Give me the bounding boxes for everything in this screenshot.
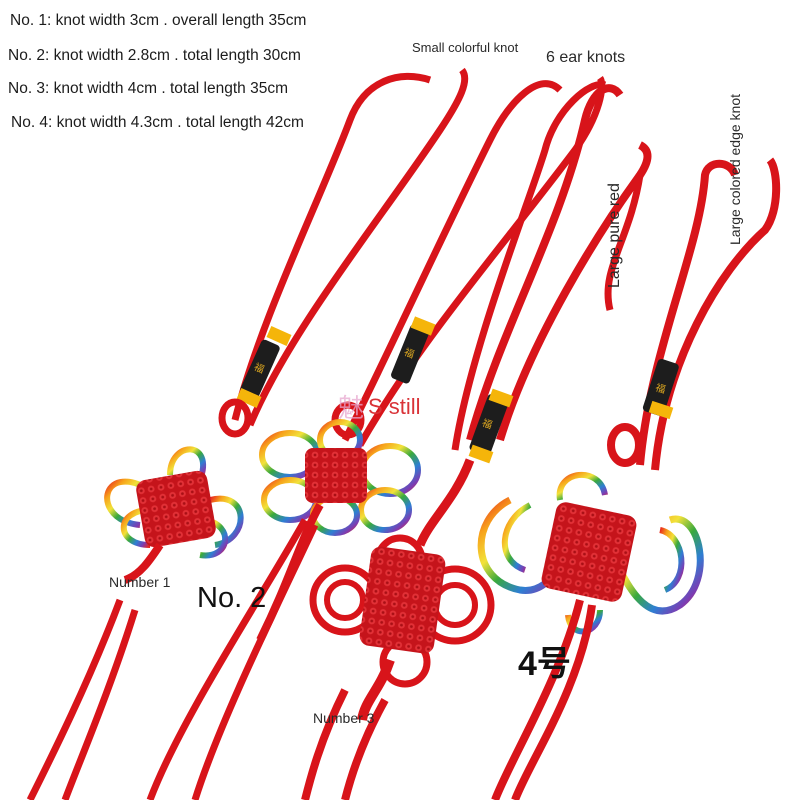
spec-line-1: No. 1: knot width 3cm . overall length 3… — [10, 12, 307, 29]
label-number-1: Number 1 — [109, 574, 171, 590]
knot-1-bead: 福 — [236, 326, 292, 408]
svg-text:福: 福 — [480, 416, 494, 432]
label-6-ear-knots: 6 ear knots — [546, 49, 626, 66]
svg-text:福: 福 — [252, 360, 266, 376]
knot-3-bead: 福 — [468, 388, 514, 464]
knot-4-large-colored-edge: 福 — [477, 157, 781, 800]
knot-3-large-pure-red: 福 — [301, 81, 652, 800]
label-large-colored-edge-knot: Large colored edge knot — [727, 94, 743, 245]
label-small-colorful-knot: Small colorful knot — [412, 40, 519, 55]
watermark-glyph: 魅 — [338, 393, 365, 423]
label-large-pure-red: Large pure red — [606, 183, 623, 288]
knot-2-bead: 福 — [391, 316, 436, 384]
svg-text:福: 福 — [654, 381, 668, 396]
knot-2-small-colorful: 福 — [146, 75, 606, 800]
spec-line-2: No. 2: knot width 2.8cm . total length 3… — [8, 47, 301, 64]
label-s-still: S still — [368, 394, 421, 419]
label-no-2: No. 2 — [197, 582, 267, 614]
knot-1-small: 福 — [26, 67, 469, 800]
label-number-3: Number 3 — [313, 710, 375, 726]
label-4-hao: 4号 — [518, 645, 571, 683]
svg-text:福: 福 — [402, 345, 416, 361]
spec-line-4: No. 4: knot width 4.3cm . total length 4… — [11, 114, 304, 131]
knot-4-bead: 福 — [642, 358, 679, 420]
spec-line-3: No. 3: knot width 4cm . total length 35c… — [8, 80, 288, 97]
